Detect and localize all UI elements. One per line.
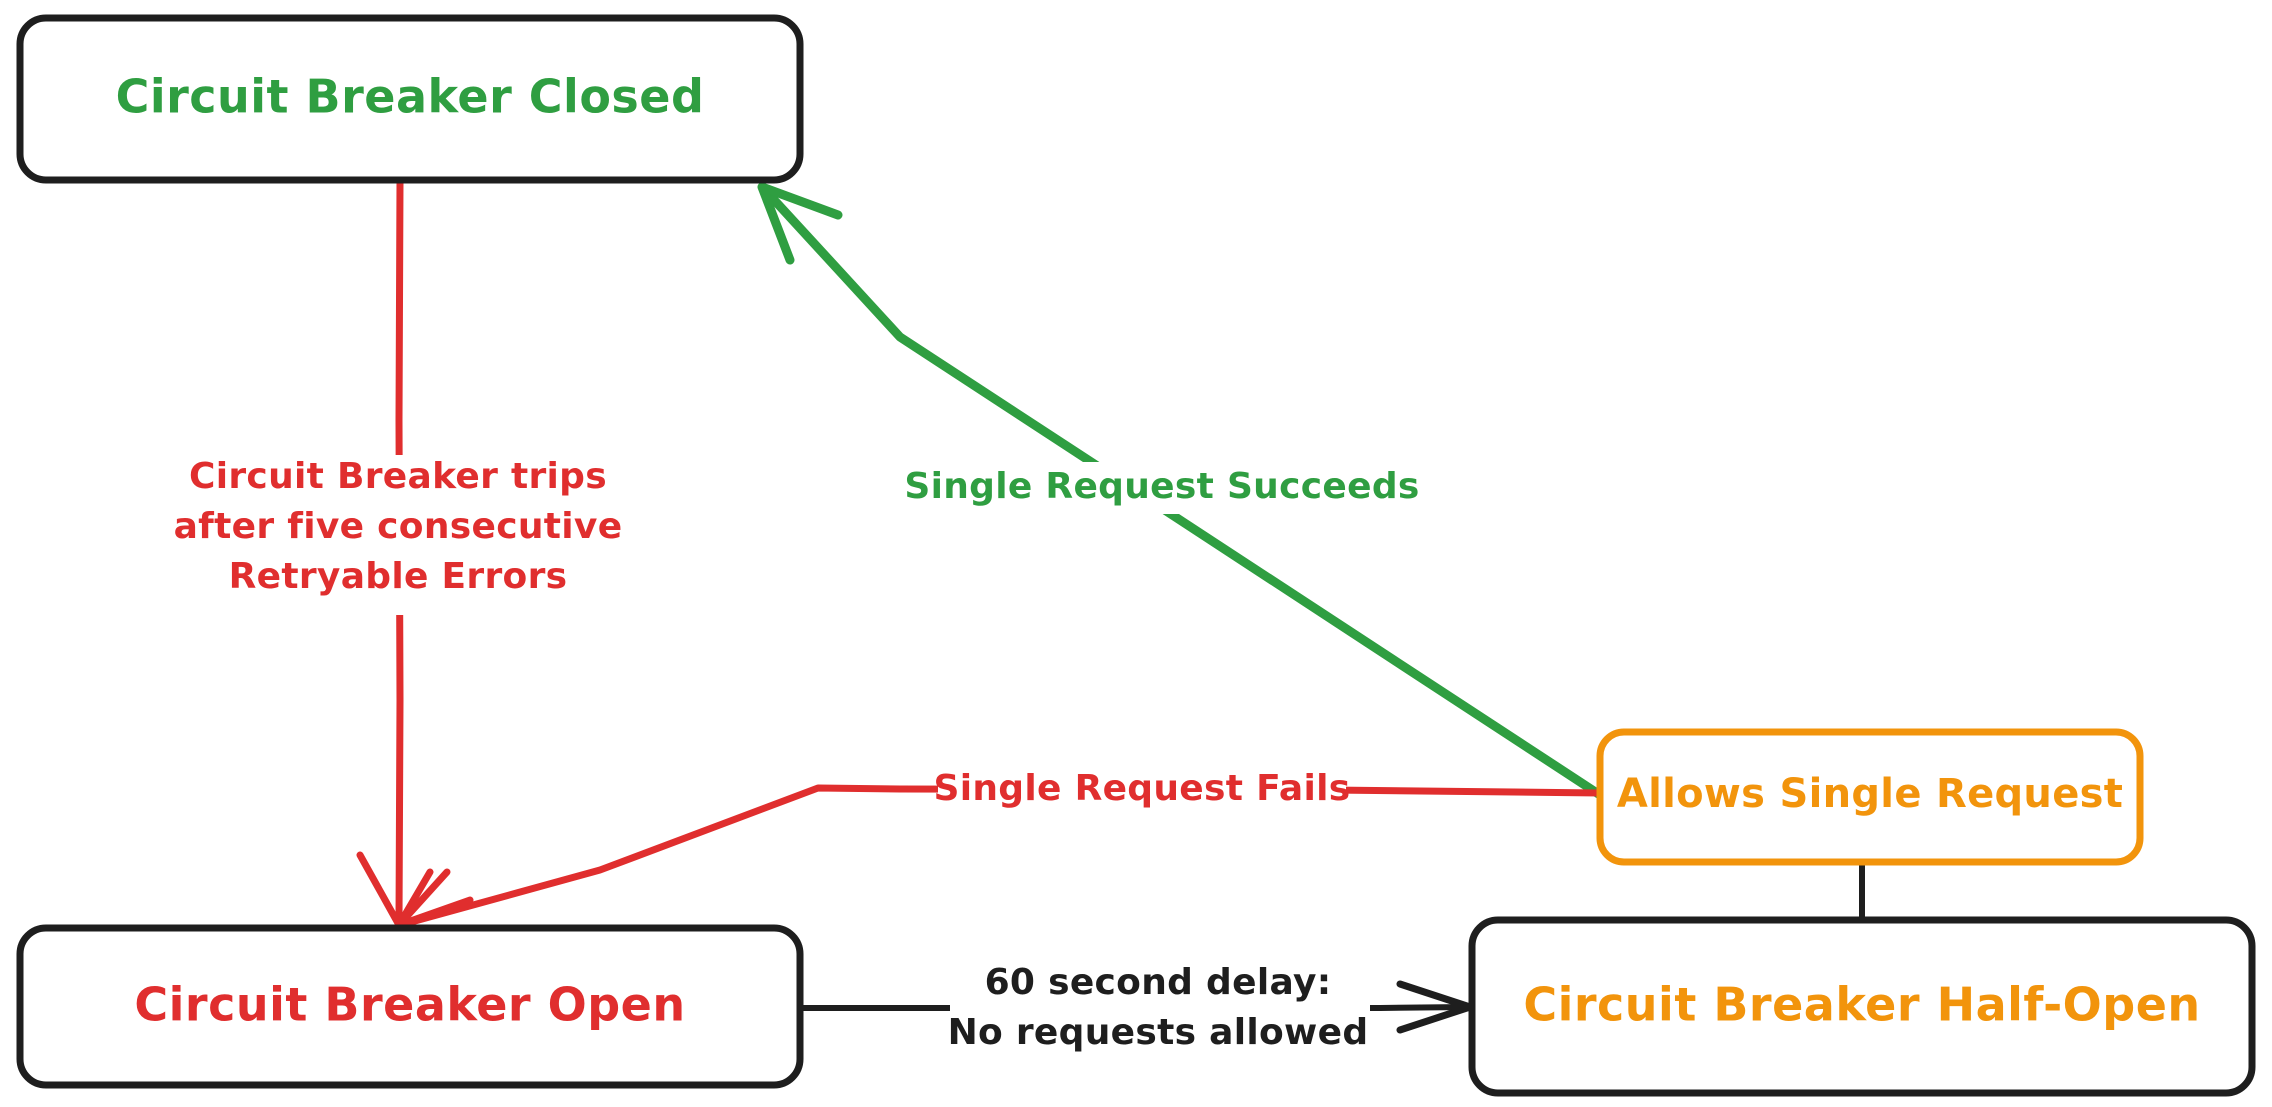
edge-allows-to-open [395, 784, 1604, 929]
edge-open-to-halfopen-arrowhead [1396, 980, 1474, 1034]
edge-label-allows-to-closed-text: Single Request Succeeds [904, 466, 1419, 507]
edge-label-open-to-halfopen-line1: 60 second delay: [985, 962, 1332, 1003]
node-circuit-breaker-closed[interactable]: Circuit Breaker Closed [16, 14, 804, 184]
edge-label-allows-to-closed-bg [920, 462, 1408, 514]
edge-label-closed-to-open-bg [185, 455, 617, 615]
node-circuit-breaker-half-open[interactable]: Circuit Breaker Half-Open [1468, 916, 2256, 1097]
node-circuit-breaker-closed-label: Circuit Breaker Closed [116, 70, 705, 124]
node-allows-single-request-shape[interactable] [1596, 728, 2144, 866]
node-circuit-breaker-half-open-shape[interactable] [1468, 916, 2256, 1097]
node-circuit-breaker-open-shape[interactable] [16, 924, 804, 1089]
edge-allows-to-closed-line [760, 185, 1605, 800]
edge-label-allows-to-open-bg [938, 766, 1346, 814]
node-circuit-breaker-closed-shape[interactable] [16, 14, 804, 184]
edge-label-allows-to-closed: Single Request Succeeds [904, 462, 1419, 514]
edge-label-allows-to-open: Single Request Fails [934, 766, 1351, 814]
edge-allows-to-closed-arrowhead [757, 182, 843, 265]
edge-allows-to-open-line [400, 784, 1604, 928]
edge-label-open-to-halfopen-line2: No requests allowed [948, 1012, 1369, 1053]
edge-label-allows-to-open-text: Single Request Fails [934, 768, 1351, 809]
edge-label-closed-to-open-line1: Circuit Breaker trips [189, 456, 607, 497]
node-circuit-breaker-half-open-label: Circuit Breaker Half-Open [1523, 978, 2200, 1032]
node-circuit-breaker-open-label: Circuit Breaker Open [134, 978, 685, 1032]
edge-allows-to-closed [757, 182, 1605, 800]
edge-allows-to-open-arrowhead [395, 868, 474, 929]
node-allows-single-request-label: Allows Single Request [1617, 771, 2123, 817]
edge-label-closed-to-open-line3: Retryable Errors [229, 556, 568, 597]
edge-label-closed-to-open: Circuit Breaker trips after five consecu… [174, 455, 623, 615]
node-allows-single-request[interactable]: Allows Single Request [1596, 728, 2144, 866]
edge-label-open-to-halfopen-bg [950, 955, 1370, 1061]
node-circuit-breaker-open[interactable]: Circuit Breaker Open [16, 924, 804, 1089]
edge-label-closed-to-open-line2: after five consecutive [174, 506, 623, 547]
edge-label-open-to-halfopen: 60 second delay: No requests allowed [948, 955, 1370, 1061]
